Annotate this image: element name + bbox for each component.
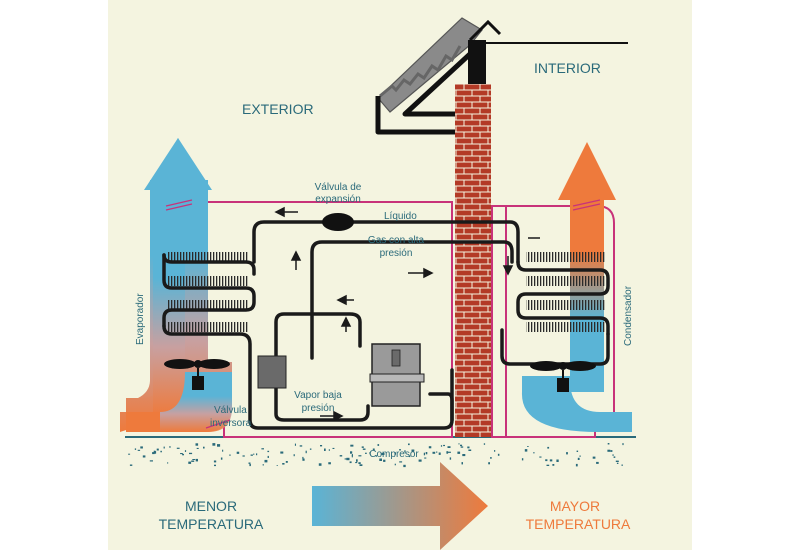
temperature-arrow xyxy=(312,462,488,550)
higher-temperature-label-2: TEMPERATURA xyxy=(526,516,631,532)
low-pressure-vapor-label-2: presión xyxy=(302,403,335,414)
compressor-label: Compresor xyxy=(369,449,419,460)
condenser-label: Condensador xyxy=(623,285,634,346)
liquid-label: Líquido xyxy=(384,211,417,222)
higher-temperature-label: MAYOR xyxy=(550,498,600,514)
evaporator-coil xyxy=(162,252,256,332)
reversing-valve-label: Válvula xyxy=(214,405,247,416)
expansion-valve-label-2: expansión xyxy=(315,194,361,205)
lower-temperature-label: MENOR xyxy=(185,498,237,514)
expansion-valve xyxy=(322,213,354,231)
flow-arrows xyxy=(274,206,540,422)
brick-wall xyxy=(455,84,491,437)
reversing-valve-label-2: inversora xyxy=(210,418,252,429)
low-pressure-vapor-label: Vapor baja xyxy=(294,390,342,401)
soil-dots xyxy=(128,443,624,468)
lower-temperature-label-2: TEMPERATURA xyxy=(159,516,264,532)
condenser-coil xyxy=(516,252,610,336)
interior-label: INTERIOR xyxy=(534,60,601,76)
high-pressure-gas-label: Gas con alta xyxy=(368,235,425,246)
outdoor-fan xyxy=(164,359,230,390)
reversing-valve xyxy=(257,355,287,389)
indoor-fan xyxy=(530,361,596,392)
high-pressure-gas-label-2: presión xyxy=(380,248,413,259)
compressor xyxy=(369,343,425,407)
indoor-air-flow xyxy=(570,196,604,386)
exterior-label: EXTERIOR xyxy=(242,101,314,117)
expansion-valve-label: Válvula de xyxy=(315,182,362,193)
evaporator-label: Evaporador xyxy=(135,293,146,345)
